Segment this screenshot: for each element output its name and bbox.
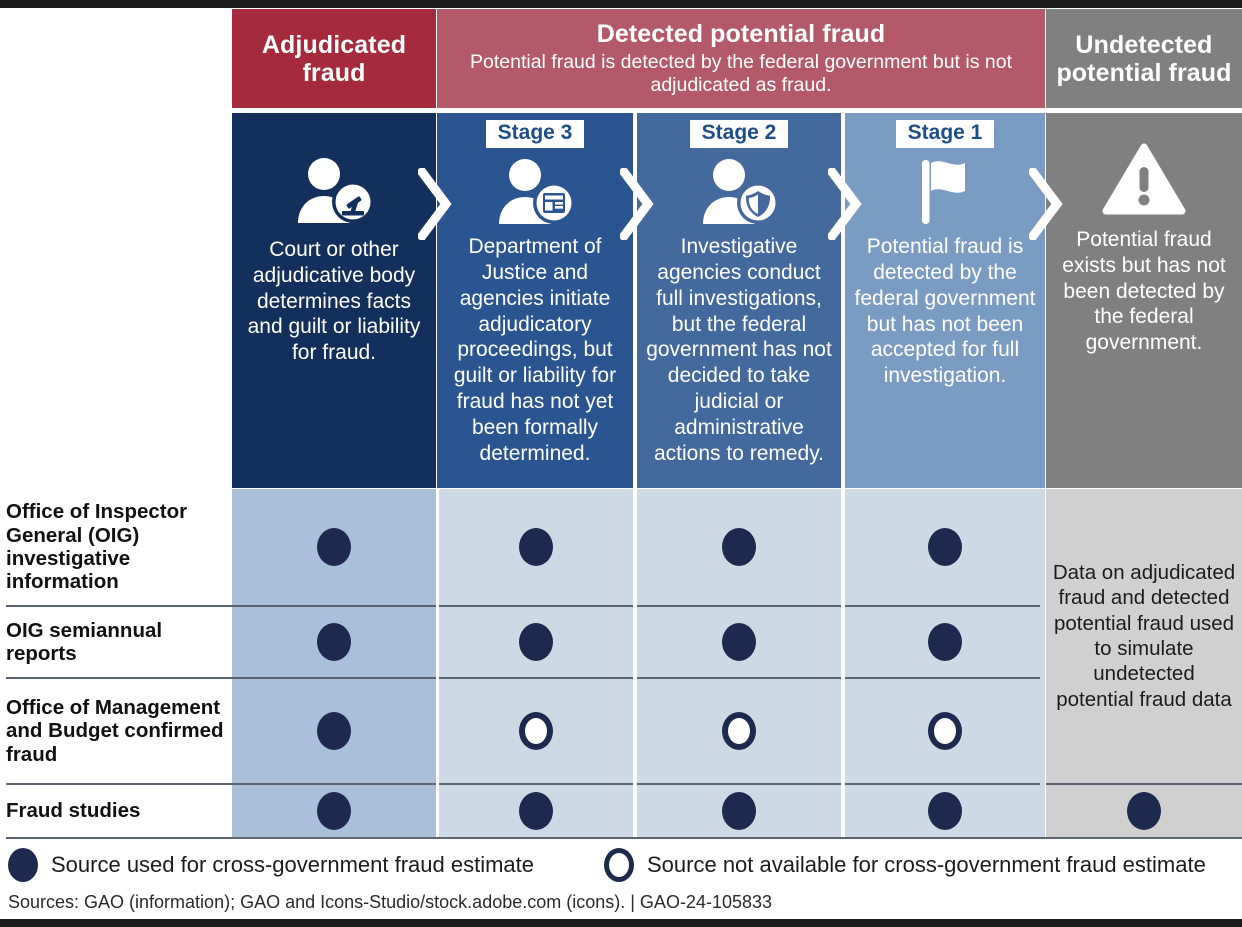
matrix-column-bg-undetected <box>1046 489 1242 837</box>
category-title: Detected potential fraud <box>596 20 886 49</box>
mark-filled-icon <box>928 528 962 566</box>
mark-hollow-icon <box>604 848 634 882</box>
mark-hollow-icon <box>722 712 756 750</box>
matrix-cell <box>637 489 841 605</box>
flag-icon <box>902 154 988 228</box>
column-description: Court or other adjudicative body determi… <box>247 238 421 365</box>
row-divider <box>6 605 1040 607</box>
column-description: Investigative agencies conduct full inve… <box>646 235 832 465</box>
matrix-column-separator <box>841 489 845 837</box>
matrix-column-separator <box>633 489 637 837</box>
matrix-cell <box>232 489 436 605</box>
stage-badge: Stage 3 <box>485 120 585 149</box>
matrix-cell <box>637 679 841 783</box>
matrix-cell <box>232 785 436 837</box>
row-label: OIG semiannual reports <box>6 618 163 665</box>
matrix-cell <box>1046 785 1242 837</box>
matrix-cell <box>845 679 1045 783</box>
category-banner-undetected: Undetected potential fraud <box>1046 9 1242 108</box>
source-line: Sources: GAO (information); GAO and Icon… <box>8 892 773 912</box>
mark-filled-icon <box>722 792 756 830</box>
row-divider <box>1046 783 1242 785</box>
legend-label: Source used for cross-government fraud e… <box>51 852 535 877</box>
matrix-cell <box>637 607 841 677</box>
mark-filled-icon <box>722 623 756 661</box>
mark-filled-icon <box>519 528 553 566</box>
stage-badge: Stage 2 <box>689 120 789 149</box>
matrix-cell <box>845 607 1045 677</box>
matrix-cell <box>232 679 436 783</box>
row-divider <box>6 677 1040 679</box>
matrix-cell <box>439 489 633 605</box>
category-banner-detected: Detected potential fraud Potential fraud… <box>437 9 1045 108</box>
matrix-cell <box>232 607 436 677</box>
person-gavel-icon <box>291 153 377 227</box>
mark-filled-icon <box>928 792 962 830</box>
person-document-icon <box>492 154 578 228</box>
legend-item-not-available: Source not available for cross-governmen… <box>604 848 1206 882</box>
legend-label: Source not available for cross-governmen… <box>647 852 1206 877</box>
column-header-undetected: Potential fraud exists but has not been … <box>1046 113 1242 488</box>
row-label: Office of Inspector General (OIG) invest… <box>6 500 188 594</box>
mark-filled-icon <box>1127 792 1161 830</box>
matrix-column-separator <box>436 489 439 837</box>
mark-filled-icon <box>928 623 962 661</box>
row-label: Office of Management and Budget confirme… <box>6 695 224 766</box>
mark-hollow-icon <box>519 712 553 750</box>
top-frame-bar <box>0 0 1242 8</box>
column-header-stage3: Stage 3 Department of Justice and agenci… <box>437 113 633 488</box>
warning-triangle-icon <box>1101 141 1187 215</box>
mark-filled-icon <box>8 848 38 882</box>
category-subtitle: Potential fraud is detected by the feder… <box>469 51 1012 96</box>
category-title: Adjudicated fraud <box>261 30 407 87</box>
mark-filled-icon <box>317 792 351 830</box>
column-description: Potential fraud is detected by the feder… <box>854 235 1036 388</box>
column-header-stage1: Stage 1 Potential fraud is detected by t… <box>845 113 1045 488</box>
column-header-adjudicated: Court or other adjudicative body determi… <box>232 113 436 488</box>
category-title: Undetected potential fraud <box>1056 30 1232 87</box>
column-description: Department of Justice and agencies initi… <box>453 235 617 465</box>
matrix-cell <box>845 489 1045 605</box>
mark-filled-icon <box>722 528 756 566</box>
bottom-frame-bar <box>0 919 1242 927</box>
row-divider <box>6 837 1242 839</box>
column-description: Potential fraud exists but has not been … <box>1062 228 1226 355</box>
legend-item-used: Source used for cross-government fraud e… <box>8 848 534 882</box>
mark-filled-icon <box>519 792 553 830</box>
matrix-cell <box>439 785 633 837</box>
matrix-cell <box>439 607 633 677</box>
person-shield-icon <box>696 154 782 228</box>
mark-filled-icon <box>317 623 351 661</box>
mark-hollow-icon <box>928 712 962 750</box>
row-label: Fraud studies <box>6 799 141 823</box>
stage-badge: Stage 1 <box>895 120 995 149</box>
column-header-stage2: Stage 2 Investigative agencies conduct f… <box>637 113 841 488</box>
row-divider <box>6 783 1040 785</box>
mark-filled-icon <box>317 528 351 566</box>
matrix-cell <box>637 785 841 837</box>
matrix-cell <box>845 785 1045 837</box>
mark-filled-icon <box>317 712 351 750</box>
mark-filled-icon <box>519 623 553 661</box>
category-banner-adjudicated: Adjudicated fraud <box>232 9 436 108</box>
undetected-note: Data on adjudicated fraud and detected p… <box>1052 560 1236 711</box>
matrix-cell <box>439 679 633 783</box>
